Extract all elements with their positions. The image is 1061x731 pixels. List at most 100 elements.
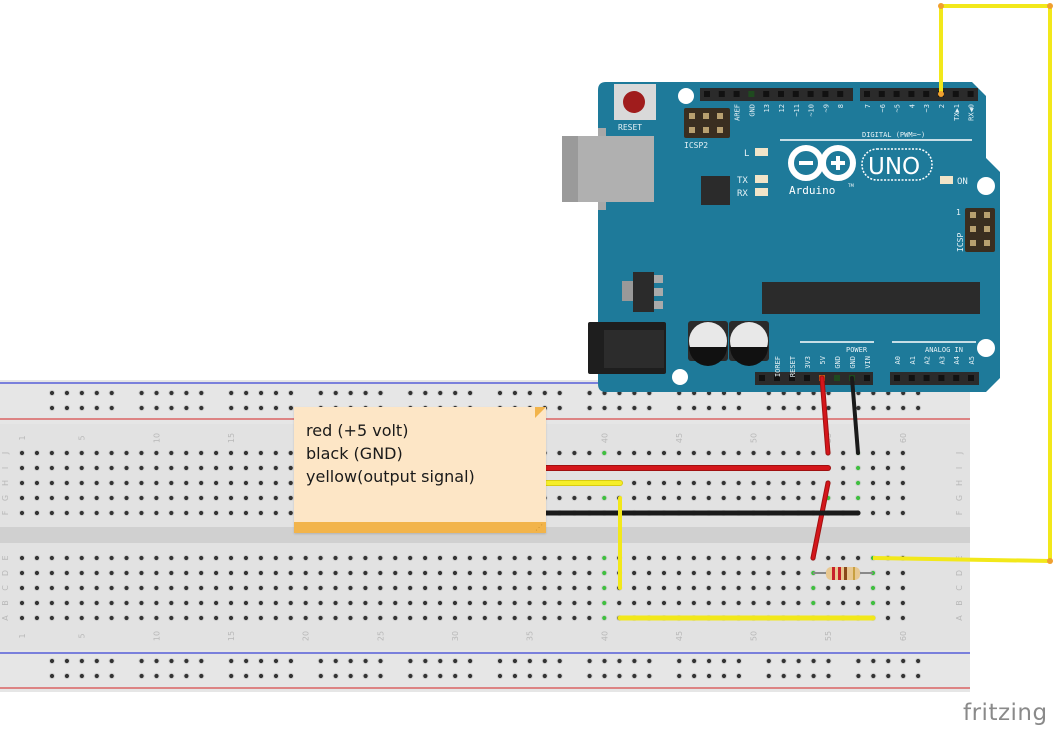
breadboard-hole[interactable] [869,509,877,517]
breadboard-hole[interactable] [78,584,85,592]
breadboard-hole[interactable] [302,599,309,607]
breadboard-hole[interactable] [496,554,503,562]
breadboard-hole[interactable] [242,509,250,517]
breadboard-hole[interactable] [48,449,55,457]
breadboard-hole[interactable] [511,554,518,562]
breadboard-hole[interactable] [272,614,279,622]
resistor[interactable] [813,567,873,580]
breadboard-hole[interactable] [198,494,205,502]
breadboard-hole[interactable] [840,479,847,487]
power-rail-hole[interactable] [646,404,653,412]
breadboard-hole[interactable] [660,569,668,577]
breadboard-hole[interactable] [347,599,354,607]
breadboard-hole[interactable] [645,554,653,562]
breadboard-hole[interactable] [660,449,668,457]
power-rail-hole[interactable] [377,672,384,680]
breadboard-hole[interactable] [198,614,205,622]
breadboard-hole[interactable] [631,479,638,487]
breadboard-hole[interactable] [810,599,817,607]
breadboard-hole[interactable] [436,599,444,607]
breadboard-hole[interactable] [63,464,70,472]
breadboard-hole[interactable] [466,554,473,562]
breadboard-hole[interactable] [631,494,638,502]
breadboard-hole[interactable] [571,614,578,622]
power-rail-hole[interactable] [78,389,85,397]
breadboard-hole[interactable] [451,584,459,592]
breadboard-hole[interactable] [227,614,235,622]
power-rail-hole[interactable] [526,657,533,665]
breadboard-hole[interactable] [481,584,488,592]
power-rail-hole[interactable] [825,672,832,680]
breadboard-hole[interactable] [18,509,26,517]
digital-pin[interactable] [733,91,740,97]
breadboard-hole[interactable] [810,449,817,457]
breadboard-hole[interactable] [93,554,100,562]
power-pin[interactable] [759,375,765,381]
breadboard-hole[interactable] [123,569,130,577]
breadboard-hole[interactable] [675,554,683,562]
breadboard-hole[interactable] [138,464,145,472]
power-rail-hole[interactable] [243,672,250,680]
breadboard-hole[interactable] [645,569,653,577]
breadboard-hole[interactable] [869,599,877,607]
power-rail-hole[interactable] [437,657,444,665]
breadboard-hole[interactable] [183,509,190,517]
breadboard-hole[interactable] [795,599,802,607]
breadboard-hole[interactable] [735,494,742,502]
power-rail-hole[interactable] [183,404,190,412]
digital-pin[interactable] [878,91,885,97]
breadboard-hole[interactable] [33,584,41,592]
breadboard-hole[interactable] [168,569,175,577]
breadboard-hole[interactable] [272,494,279,502]
breadboard-hole[interactable] [720,569,727,577]
breadboard-hole[interactable] [884,464,892,472]
breadboard-hole[interactable] [48,464,55,472]
power-rail-hole[interactable] [646,672,653,680]
breadboard-hole[interactable] [123,479,130,487]
breadboard-hole[interactable] [377,584,384,592]
breadboard-hole[interactable] [168,599,175,607]
breadboard-hole[interactable] [257,599,264,607]
power-rail-hole[interactable] [198,404,205,412]
digital-pin[interactable] [908,91,915,97]
breadboard-hole[interactable] [198,464,205,472]
breadboard-hole[interactable] [78,614,85,622]
power-rail-hole[interactable] [63,404,71,412]
breadboard-hole[interactable] [765,449,772,457]
breadboard-hole[interactable] [153,449,160,457]
breadboard-hole[interactable] [436,614,444,622]
breadboard-hole[interactable] [287,509,294,517]
power-rail-hole[interactable] [631,404,638,412]
breadboard-hole[interactable] [93,449,100,457]
power-rail-hole[interactable] [855,404,862,412]
power-rail-hole[interactable] [870,404,877,412]
breadboard-hole[interactable] [153,554,160,562]
breadboard-hole[interactable] [212,494,220,502]
power-rail-hole[interactable] [705,404,713,412]
icsp-pin[interactable] [970,212,976,218]
breadboard-hole[interactable] [765,584,772,592]
breadboard-hole[interactable] [78,449,85,457]
breadboard-hole[interactable] [690,449,697,457]
breadboard-hole[interactable] [869,479,877,487]
breadboard-hole[interactable] [257,464,264,472]
power-rail-hole[interactable] [885,672,892,680]
breadboard-hole[interactable] [302,614,309,622]
breadboard-hole[interactable] [168,614,175,622]
breadboard-hole[interactable] [257,479,264,487]
breadboard-hole[interactable] [645,449,653,457]
breadboard-hole[interactable] [884,479,892,487]
breadboard-hole[interactable] [660,599,668,607]
power-rail-hole[interactable] [676,672,683,680]
breadboard-hole[interactable] [586,584,593,592]
breadboard-hole[interactable] [392,569,399,577]
power-rail-hole[interactable] [780,404,787,412]
power-rail-hole[interactable] [228,389,235,397]
breadboard-hole[interactable] [556,584,563,592]
breadboard-hole[interactable] [422,599,429,607]
breadboard-hole[interactable] [690,569,697,577]
breadboard-hole[interactable] [884,509,892,517]
power-rail-hole[interactable] [496,657,504,665]
power-rail-hole[interactable] [825,657,832,665]
breadboard-hole[interactable] [33,509,41,517]
